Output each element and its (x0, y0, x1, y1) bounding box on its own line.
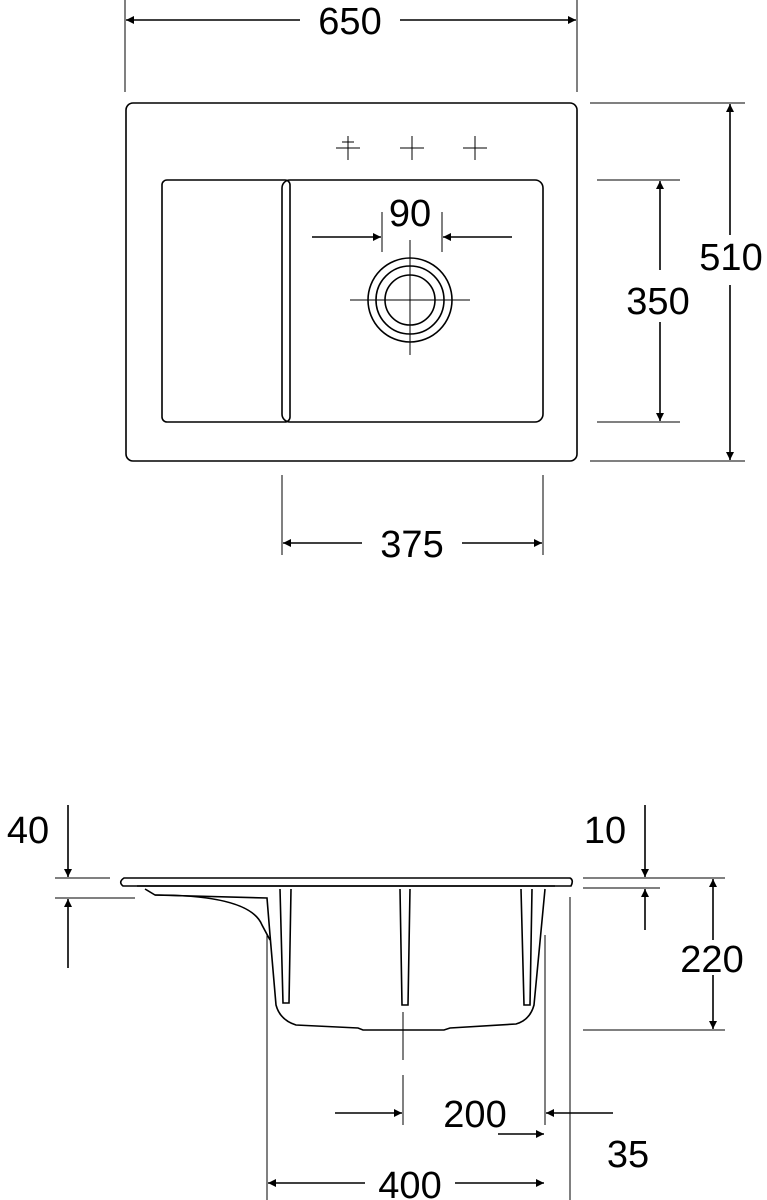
dim-650: 650 (318, 1, 381, 43)
drain-hole (350, 240, 470, 355)
dim-350: 350 (626, 281, 689, 323)
support-ribs (279, 888, 533, 1006)
top-view: 650 90 510 350 375 (124, 0, 763, 566)
dim-40: 40 (7, 810, 49, 852)
dim-220: 220 (680, 939, 743, 981)
dim-375: 375 (380, 524, 443, 566)
drainer-area (161, 179, 291, 423)
dim-35: 35 (607, 1134, 649, 1176)
dim-10: 10 (584, 810, 626, 852)
dim-200: 200 (443, 1094, 506, 1136)
bowl-profile (144, 888, 546, 1031)
dim-510: 510 (699, 237, 762, 279)
sink-rim (119, 877, 574, 887)
tap-hole-markers (336, 136, 487, 160)
side-view: 40 10 220 200 35 400 (7, 805, 744, 1200)
dim-90: 90 (389, 193, 431, 235)
sink-outline (125, 102, 578, 462)
dim-400: 400 (378, 1165, 441, 1200)
bowl-outline (281, 179, 544, 423)
